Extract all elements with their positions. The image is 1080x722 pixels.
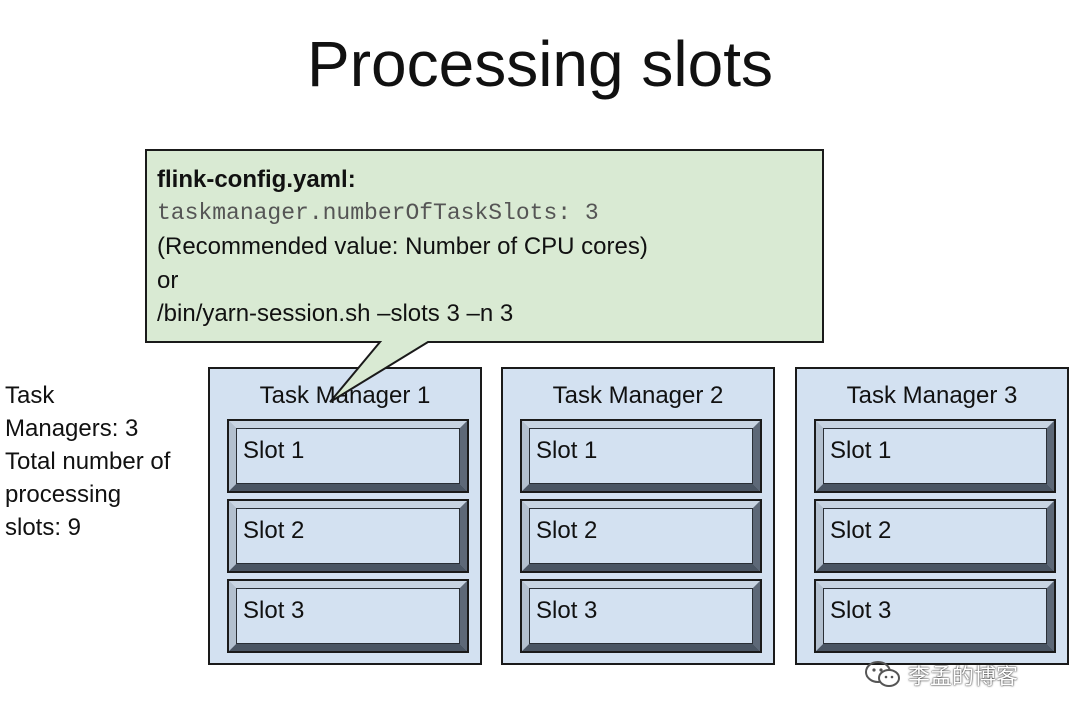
wechat-icon <box>865 661 900 687</box>
processing-slot: Slot 3 <box>227 579 469 653</box>
config-callout-text: flink-config.yaml: taskmanager.numberOfT… <box>157 163 817 331</box>
config-file-name: flink-config.yaml: <box>157 166 356 193</box>
processing-slot: Slot 3 <box>814 579 1056 653</box>
task-manager-1: Task Manager 1 Slot 1 Slot 2 Slot 3 <box>208 367 482 665</box>
slot-label: Slot 2 <box>830 517 892 544</box>
summary-line: processing <box>5 481 122 508</box>
config-key: taskmanager.numberOfTaskSlots: 3 <box>157 199 599 226</box>
summary-line: Total number of <box>5 448 171 475</box>
config-recommendation: (Recommended value: Number of CPU cores) <box>157 233 648 260</box>
slot-label: Slot 3 <box>830 597 892 624</box>
config-or: or <box>157 266 179 294</box>
processing-slot: Slot 1 <box>814 419 1056 493</box>
processing-slot: Slot 1 <box>520 419 762 493</box>
summary-line: Task <box>5 382 55 409</box>
task-manager-title: Task Manager 3 <box>846 382 1018 409</box>
slot-label: Slot 1 <box>536 437 598 464</box>
watermark: 李孟的博客 <box>864 655 1018 695</box>
processing-slot: Slot 2 <box>814 499 1056 573</box>
slot-label: Slot 2 <box>536 517 598 544</box>
slot-label: Slot 3 <box>243 597 305 624</box>
slot-label: Slot 3 <box>536 597 598 624</box>
task-manager-title: Task Manager 2 <box>552 382 724 409</box>
slot-label: Slot 1 <box>830 437 892 464</box>
task-manager-2: Task Manager 2 Slot 1 Slot 2 Slot 3 <box>501 367 775 665</box>
page-title: Processing slots <box>307 28 773 100</box>
task-manager-title: Task Manager 1 <box>259 382 431 409</box>
summary-line: slots: 9 <box>5 514 82 541</box>
watermark-text: 李孟的博客 <box>908 664 1019 689</box>
processing-slot: Slot 2 <box>520 499 762 573</box>
processing-slot: Slot 3 <box>520 579 762 653</box>
slot-label: Slot 2 <box>243 517 305 544</box>
summary-line: Managers: 3 <box>5 415 139 442</box>
task-manager-summary: Task Managers: 3 Total number of process… <box>5 379 205 544</box>
task-manager-3: Task Manager 3 Slot 1 Slot 2 Slot 3 <box>795 367 1069 665</box>
config-command: /bin/yarn-session.sh –slots 3 –n 3 <box>157 300 514 327</box>
slot-label: Slot 1 <box>243 437 305 464</box>
processing-slot: Slot 1 <box>227 419 469 493</box>
processing-slot: Slot 2 <box>227 499 469 573</box>
